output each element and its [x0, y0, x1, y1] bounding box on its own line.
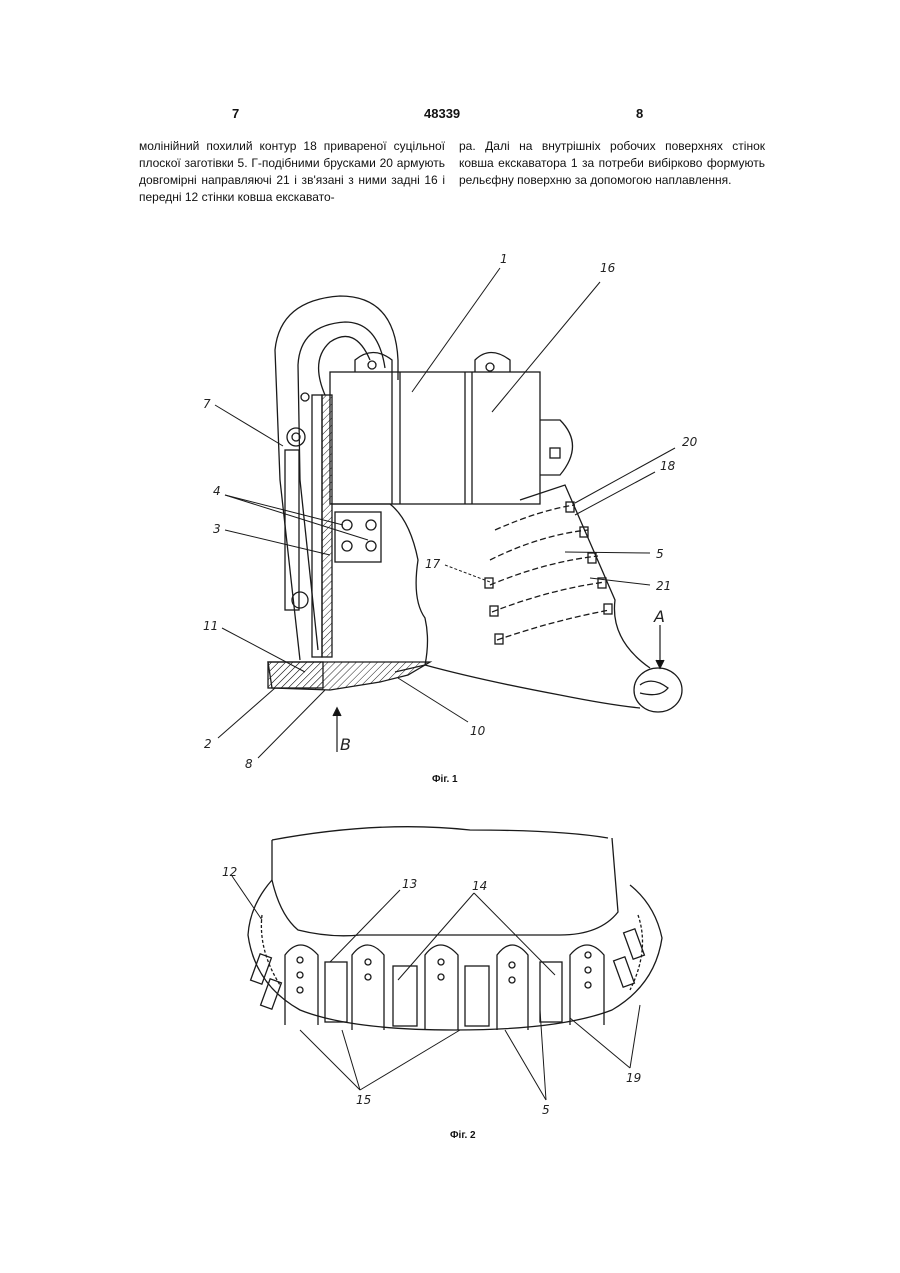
fig1-label-2: 2	[204, 737, 212, 751]
fig1-label-4: 4	[213, 484, 221, 498]
figure1-drawing	[215, 268, 682, 758]
fig2-label-12: 12	[222, 865, 237, 879]
fig1-label-7: 7	[203, 397, 211, 411]
figure1-labels: 1 16 7 4 3 20 18 5 17 21 11 A 2 8 B 10 Ф…	[203, 252, 698, 785]
fig2-label-19: 19	[626, 1071, 641, 1085]
fig1-caption: Фіг. 1	[432, 774, 458, 785]
fig1-label-18: 18	[660, 459, 676, 473]
fig2-label-14: 14	[472, 879, 487, 893]
fig2-caption: Фіг. 2	[450, 1130, 476, 1141]
fig1-label-11: 11	[203, 619, 218, 633]
fig1-label-1: 1	[500, 252, 508, 266]
fig1-label-20: 20	[682, 435, 698, 449]
fig2-teeth	[251, 929, 645, 1030]
fig1-label-21: 21	[656, 579, 671, 593]
fig1-label-A: A	[653, 607, 665, 626]
fig1-label-10: 10	[470, 724, 486, 738]
fig1-label-5: 5	[656, 547, 664, 561]
fig1-label-3: 3	[213, 522, 221, 536]
figure2-drawing	[232, 827, 662, 1100]
fig1-label-B: B	[340, 735, 351, 754]
fig1-label-17: 17	[425, 557, 441, 571]
fig2-label-5: 5	[542, 1103, 550, 1117]
fig2-label-15: 15	[356, 1093, 371, 1107]
fig2-label-13: 13	[402, 877, 417, 891]
fig1-ribs	[485, 502, 612, 644]
fig1-label-16: 16	[600, 261, 616, 275]
fig1-label-8: 8	[245, 757, 253, 771]
